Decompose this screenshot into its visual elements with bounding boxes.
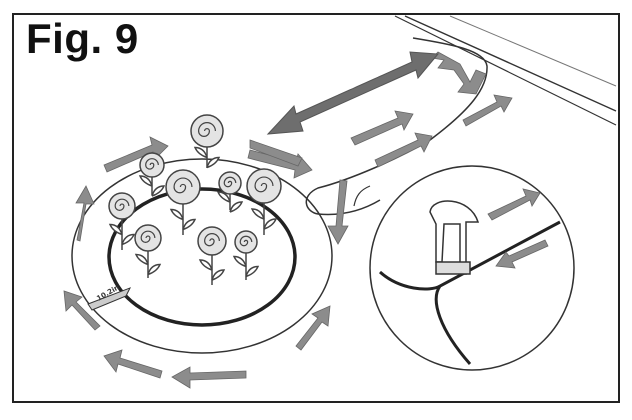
distance-arrow xyxy=(266,51,440,135)
rose-leaf xyxy=(232,255,260,278)
callout-line xyxy=(353,185,371,207)
lane-arrows xyxy=(249,51,513,168)
lawn-boundary-inner xyxy=(394,15,617,126)
bed-outer-boundary xyxy=(71,158,333,354)
rose-head xyxy=(108,192,136,220)
lawn-boundary-outer xyxy=(404,15,617,112)
rose-swirl xyxy=(204,233,220,247)
roses xyxy=(108,114,282,285)
rose-head xyxy=(165,169,201,205)
detail-wire xyxy=(378,220,561,365)
rose-leaf xyxy=(250,208,278,230)
detail-arrow-out xyxy=(487,188,541,221)
rose-leaf xyxy=(193,146,221,169)
rose-head xyxy=(139,152,165,178)
rose-swirl xyxy=(140,230,156,243)
rose-swirl xyxy=(197,122,216,137)
flower-bed xyxy=(107,187,297,327)
small-distance-arrow xyxy=(87,287,132,311)
rose-leaf xyxy=(169,208,197,231)
rose-swirl xyxy=(173,177,193,194)
rose-swirl xyxy=(239,235,253,247)
rose-head xyxy=(234,230,258,254)
rose-swirl xyxy=(254,176,274,193)
rose-leaf xyxy=(198,259,226,281)
lawn-boundary-edge xyxy=(449,15,617,87)
detail-arrow-in xyxy=(495,239,549,269)
rose-swirl xyxy=(114,198,130,211)
rose-leaf xyxy=(216,191,244,213)
mowing-path-arrows xyxy=(63,136,349,389)
figure-title: Fig. 9 xyxy=(26,15,139,62)
rose-swirl xyxy=(145,158,159,170)
rose-swirl xyxy=(223,176,237,188)
rose-head xyxy=(197,226,227,256)
rose-leaf xyxy=(138,175,166,197)
rose-leaf xyxy=(108,223,136,246)
rose-head xyxy=(246,168,282,204)
rose-head xyxy=(218,171,242,195)
rose-head xyxy=(134,224,162,252)
rose-head xyxy=(190,114,224,148)
figure-border xyxy=(12,13,620,403)
charging-station-icon xyxy=(429,200,480,275)
rose-leaf xyxy=(134,253,162,276)
